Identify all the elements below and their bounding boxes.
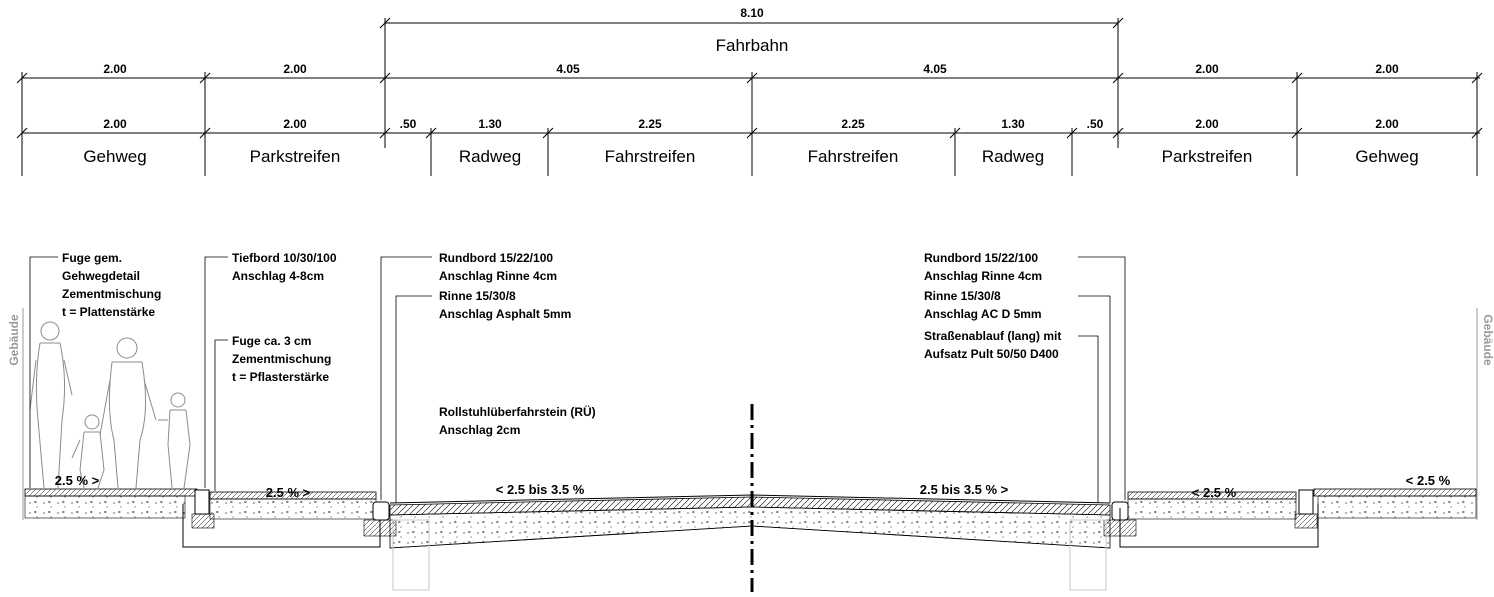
svg-text:Anschlag AC D 5mm: Anschlag AC D 5mm xyxy=(924,307,1042,321)
upper-dim-road-right: 4.05 xyxy=(923,62,947,76)
svg-text:Anschlag 2cm: Anschlag 2cm xyxy=(439,423,520,437)
total-width-dimension: 8.10 xyxy=(740,6,764,20)
annotation-street-inlet: Straßenablauf (lang) mit Aufsatz Pult 50… xyxy=(924,329,1061,361)
svg-text:Gehwegdetail: Gehwegdetail xyxy=(62,269,140,283)
lower-dim-lane-right: 2.25 xyxy=(841,117,865,131)
segment-gehweg-right: Gehweg xyxy=(1355,147,1418,166)
segment-parkstreifen-right: Parkstreifen xyxy=(1162,147,1253,166)
upper-dim-gehweg-right: 2.00 xyxy=(1375,62,1399,76)
slope-road-left: < 2.5 bis 3.5 % xyxy=(496,482,585,497)
lower-dim-gehweg-left: 2.00 xyxy=(103,117,127,131)
annotation-joint-left: Fuge gem. Gehwegdetail Zementmischung t … xyxy=(62,251,161,319)
lower-dim-park-left: 2.00 xyxy=(283,117,307,131)
svg-text:Rundbord 15/22/100: Rundbord 15/22/100 xyxy=(439,251,553,265)
segment-gehweg-left: Gehweg xyxy=(83,147,146,166)
leader-lines xyxy=(29,256,1126,503)
svg-text:Aufsatz Pult 50/50 D400: Aufsatz Pult 50/50 D400 xyxy=(924,347,1059,361)
lower-dim-gutter-left: .50 xyxy=(400,117,417,131)
svg-text:Anschlag Rinne 4cm: Anschlag Rinne 4cm xyxy=(924,269,1042,283)
annotation-curb-right: Rundbord 15/22/100 Anschlag Rinne 4cm xyxy=(924,251,1042,283)
svg-text:Tiefbord 10/30/100: Tiefbord 10/30/100 xyxy=(232,251,337,265)
lower-dim-park-right: 2.00 xyxy=(1195,117,1219,131)
segment-fahrstreifen-right: Fahrstreifen xyxy=(808,147,899,166)
upper-dim-gehweg-left: 2.00 xyxy=(103,62,127,76)
annotation-gutter-right: Rinne 15/30/8 Anschlag AC D 5mm xyxy=(924,289,1042,321)
lower-dim-gutter-right: .50 xyxy=(1087,117,1104,131)
annotation-gutter-left: Rinne 15/30/8 Anschlag Asphalt 5mm xyxy=(439,289,571,321)
segment-radweg-left: Radweg xyxy=(459,147,521,166)
svg-text:Anschlag Asphalt 5mm: Anschlag Asphalt 5mm xyxy=(439,307,571,321)
upper-dim-road-left: 4.05 xyxy=(556,62,580,76)
svg-text:t = Plattenstärke: t = Plattenstärke xyxy=(62,305,155,319)
annotation-low-curb: Tiefbord 10/30/100 Anschlag 4-8cm xyxy=(232,251,337,283)
svg-text:Zementmischung: Zementmischung xyxy=(62,287,161,301)
lower-dim-bike-right: 1.30 xyxy=(1001,117,1025,131)
slope-road-right: 2.5 bis 3.5 % > xyxy=(920,482,1009,497)
svg-text:Anschlag 4-8cm: Anschlag 4-8cm xyxy=(232,269,324,283)
building-label-left: Gebäude xyxy=(7,314,21,366)
svg-text:Anschlag Rinne 4cm: Anschlag Rinne 4cm xyxy=(439,269,557,283)
segment-parkstreifen-left: Parkstreifen xyxy=(250,147,341,166)
slope-gehweg-left: 2.5 % > xyxy=(55,473,100,488)
lower-dim-bike-left: 1.30 xyxy=(478,117,502,131)
building-label-right: Gebäude xyxy=(1481,314,1494,366)
cross-section xyxy=(24,488,1477,591)
lower-dim-lane-left: 2.25 xyxy=(638,117,662,131)
annotation-wheelchair-stone: Rollstuhlüberfahrstein (RÜ) Anschlag 2cm xyxy=(439,404,596,437)
annotation-curb-left: Rundbord 15/22/100 Anschlag Rinne 4cm xyxy=(439,251,557,283)
upper-dim-park-right: 2.00 xyxy=(1195,62,1219,76)
segment-fahrstreifen-left: Fahrstreifen xyxy=(605,147,696,166)
svg-text:Zementmischung: Zementmischung xyxy=(232,352,331,366)
svg-text:Rundbord 15/22/100: Rundbord 15/22/100 xyxy=(924,251,1038,265)
svg-text:Fuge gem.: Fuge gem. xyxy=(62,251,122,265)
lower-dim-gehweg-right: 2.00 xyxy=(1375,117,1399,131)
svg-text:Fuge ca. 3 cm: Fuge ca. 3 cm xyxy=(232,334,311,348)
annotation-joint-paving: Fuge ca. 3 cm Zementmischung t = Pflaste… xyxy=(232,334,331,384)
slope-park-right: < 2.5 % xyxy=(1192,485,1237,500)
slope-park-left: 2.5 % > xyxy=(266,485,311,500)
carriageway-label: Fahrbahn xyxy=(716,36,789,55)
dimension-lines xyxy=(16,17,1483,176)
svg-text:Straßenablauf (lang) mit: Straßenablauf (lang) mit xyxy=(924,329,1061,343)
svg-text:t = Pflasterstärke: t = Pflasterstärke xyxy=(232,370,329,384)
upper-dim-park-left: 2.00 xyxy=(283,62,307,76)
pedestrians-illustration xyxy=(29,321,191,489)
svg-text:Rinne 15/30/8: Rinne 15/30/8 xyxy=(924,289,1001,303)
segment-radweg-right: Radweg xyxy=(982,147,1044,166)
svg-text:Rinne 15/30/8: Rinne 15/30/8 xyxy=(439,289,516,303)
svg-text:Rollstuhlüberfahrstein (RÜ): Rollstuhlüberfahrstein (RÜ) xyxy=(439,404,596,419)
slope-gehweg-right: < 2.5 % xyxy=(1406,473,1451,488)
